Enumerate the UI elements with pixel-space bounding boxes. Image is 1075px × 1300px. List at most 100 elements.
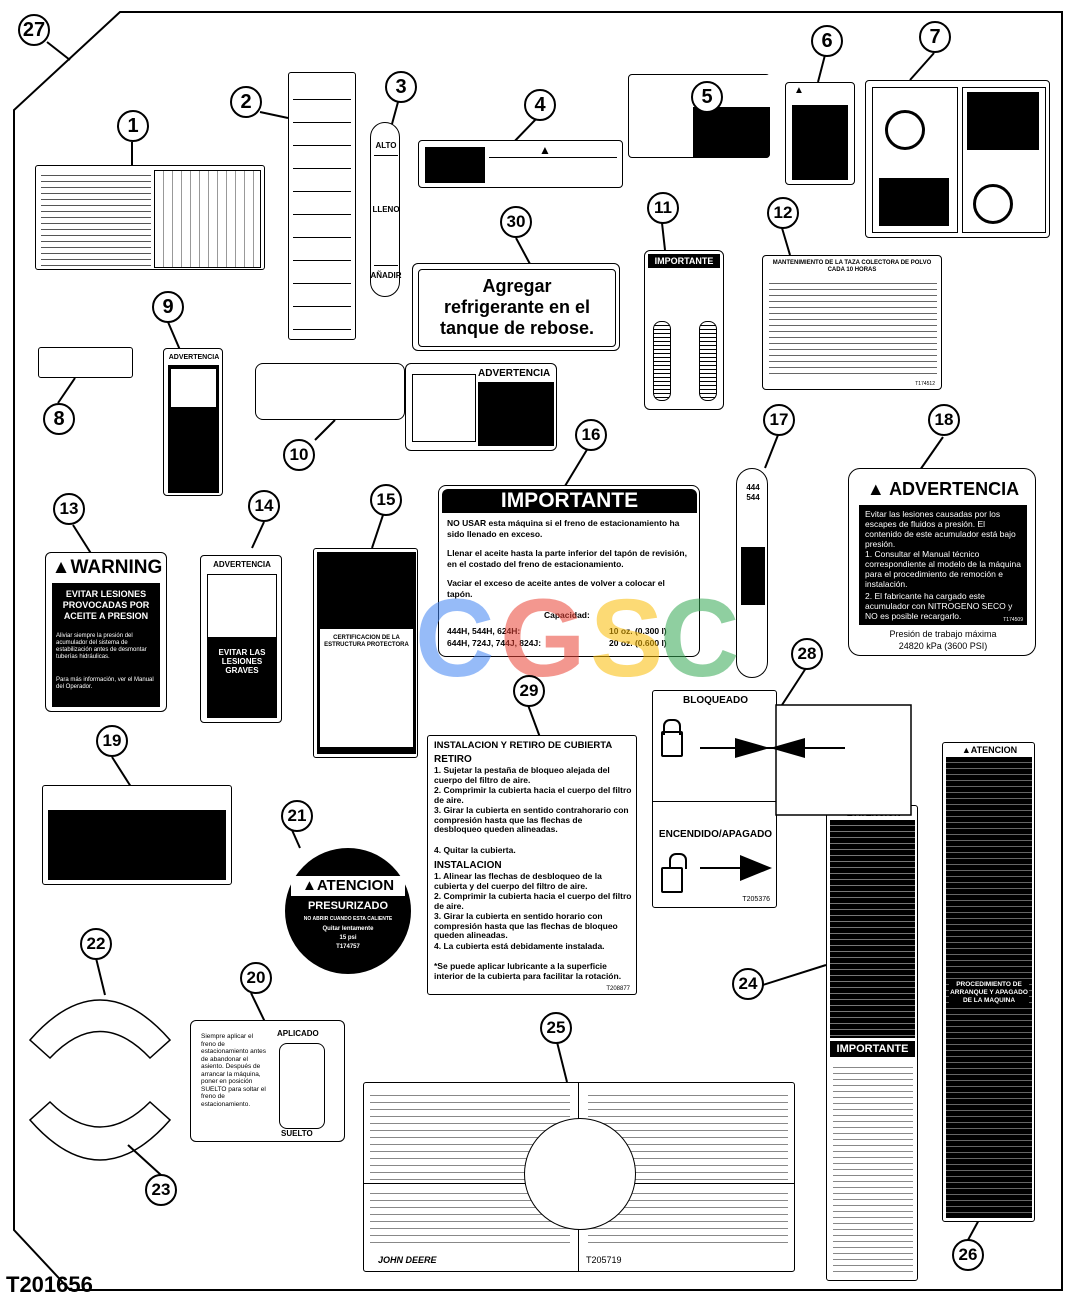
- decal-21-pressurized-cap: ▲ATENCION PRESURIZADO NO ABRIR CUANDO ES…: [285, 848, 411, 974]
- decal-13-warning-pressure: ▲WARNING EVITAR LESIONES PROVOCADAS POR …: [45, 552, 167, 712]
- decal-30-coolant: Agregar refrigerante en el tanque de reb…: [412, 263, 620, 351]
- decal-2-icon-strip: [288, 72, 356, 340]
- decal-7-rollover-hazard: [865, 80, 1050, 238]
- callout-9: 9: [152, 291, 184, 323]
- decal-26-start-shutdown: ▲ATENCION PROCEDIMIENTO DE ARRANQUE Y AP…: [942, 742, 1035, 1222]
- decal-16-parking-brake: IMPORTANTE NO USAR esta máquina si el fr…: [438, 485, 700, 657]
- no-entry-icon: [973, 184, 1013, 224]
- callout-18: 18: [928, 404, 960, 436]
- decal-29-air-filter-cover: INSTALACION Y RETIRO DE CUBIERTA RETIRO …: [427, 735, 637, 995]
- decal-18-body: Evitar las lesiones causadas por los esc…: [865, 509, 1016, 549]
- decal-18-p1: Presión de trabajo máxima: [889, 629, 997, 639]
- callout-30: 30: [500, 206, 532, 238]
- callout-27: 27: [18, 14, 50, 46]
- watermark-s: S: [590, 577, 664, 700]
- decal-29-r1: 1. Sujetar la pestaña de bloqueo alejada…: [434, 765, 610, 785]
- decal-16-p1: NO USAR esta máquina si el freno de esta…: [447, 518, 680, 539]
- decal-17-t2: 544: [746, 493, 760, 502]
- decal-13-title: ▲WARNING: [51, 557, 163, 578]
- callout-23: 23: [145, 1174, 177, 1206]
- watermark-c1: C: [415, 577, 495, 700]
- watermark-c2: C: [660, 577, 740, 700]
- decal-12-code: T174512: [915, 381, 935, 387]
- level-full: LLENO: [372, 205, 400, 214]
- callout-20: 20: [240, 962, 272, 994]
- decal-20-bottom: SUELTO: [281, 1129, 313, 1138]
- decal-14-body: EVITAR LAS LESIONES GRAVES: [218, 648, 266, 675]
- decal-16-title: IMPORTANTE: [442, 489, 697, 513]
- callout-19: 19: [96, 725, 128, 757]
- decal-18-code: T174509: [1003, 617, 1023, 623]
- decal-19-panel: [42, 785, 232, 885]
- decal-21-sub: PRESURIZADO: [307, 900, 389, 912]
- callout-24: 24: [732, 968, 764, 1000]
- decal-24-title2: IMPORTANTE: [830, 1041, 915, 1057]
- decal-16-cap: Capacidad:: [544, 610, 590, 620]
- decal-4-crush-hazard: ▲: [418, 140, 623, 188]
- decal-17-t1: 444: [746, 483, 760, 492]
- callout-26: 26: [952, 1239, 984, 1271]
- decal-25-brand: JOHN DEERE: [378, 1255, 437, 1265]
- decal-21-small: NO ABRIR CUANDO ESTA CALIENTE: [303, 916, 393, 922]
- decal-8-blank: [38, 347, 133, 378]
- decal-24-title: ▲ATENCION: [845, 808, 901, 818]
- decal-29-i3: 3. Girar la cubierta en sentido horario …: [434, 911, 618, 940]
- decal-18-title: ▲ ADVERTENCIA: [866, 479, 1020, 499]
- decal-29-code: T208877: [606, 986, 630, 992]
- decal-16-p3: Vaciar el exceso de aceite antes de volv…: [447, 578, 665, 599]
- decal-22-arc: [28, 999, 172, 1060]
- decal-29-retiro: RETIRO: [434, 754, 472, 765]
- warning-triangle-icon: ▲: [794, 85, 804, 96]
- callout-4: 4: [524, 89, 556, 121]
- decal-16-p2: Llenar el aceite hasta la parte inferior…: [447, 548, 687, 569]
- decal-18-p2: 24820 kPa (3600 PSI): [898, 641, 988, 651]
- decal-9-title: ADVERTENCIA: [168, 354, 220, 361]
- decal-28-top: BLOQUEADO: [683, 695, 748, 706]
- callout-7: 7: [919, 21, 951, 53]
- decal-1-machine-info-chart: [35, 165, 265, 270]
- callout-14: 14: [248, 490, 280, 522]
- decal-16-r2a: 644H, 724J, 744J, 824J:: [447, 638, 542, 648]
- decal-21-title-bar: ▲ATENCION: [291, 876, 405, 896]
- decal-13-body: EVITAR LESIONES PROVOCADAS POR ACEITE A …: [62, 589, 150, 621]
- decal-21-code: T174757: [336, 944, 360, 950]
- decal-9-fall-warning: ADVERTENCIA: [163, 348, 223, 496]
- warning-triangle-icon: ▲: [866, 479, 890, 499]
- decal-20-top: APLICADO: [277, 1029, 319, 1038]
- decal-18-i2: 2. El fabricante ha cargado este acumula…: [865, 591, 1013, 621]
- callout-6: 6: [811, 25, 843, 57]
- decal-16-r1b: 10 oz. (0.300 l): [609, 626, 667, 636]
- decal-11-fill-level: IMPORTANTE: [644, 250, 724, 410]
- fuse-chart-center-circle: [524, 1118, 636, 1230]
- callout-5: 5: [691, 81, 723, 113]
- decal-15-title: CERTIFICACION DE LA ESTRUCTURA PROTECTOR…: [324, 635, 409, 648]
- decal-28-code: T205376: [742, 896, 770, 903]
- decal-18-i1: 1. Consultar el Manual técnico correspon…: [865, 549, 1021, 589]
- warning-triangle-icon: ▲: [539, 143, 551, 157]
- decal-10-title: ADVERTENCIA: [478, 368, 551, 379]
- decal-25-code: T205719: [586, 1255, 622, 1265]
- decal-16-r1a: 444H, 544H, 624H:: [447, 626, 521, 636]
- callout-2: 2: [230, 86, 262, 118]
- decal-18-accumulator-warning: ▲ ADVERTENCIA Evitar las lesiones causad…: [848, 468, 1036, 656]
- decal-29-r4: 4. Quitar la cubierta.: [434, 845, 516, 855]
- decal-30-l3: tanque de rebose.: [439, 318, 595, 338]
- callout-12: 12: [767, 197, 799, 229]
- decal-13-foot: Para más información, ver el Manual del …: [56, 677, 154, 690]
- callout-10: 10: [283, 439, 315, 471]
- warning-triangle-icon: ▲: [51, 557, 71, 578]
- level-high: ALTO: [375, 141, 397, 150]
- decal-20-text: Siempre aplicar el freno de estacionamie…: [201, 1033, 267, 1108]
- decal-6-warning-panel: ▲: [785, 82, 855, 185]
- no-entry-icon: [885, 110, 925, 150]
- warning-triangle-icon: ▲: [301, 877, 317, 894]
- decal-20-brake-lever: Siempre aplicar el freno de estacionamie…: [190, 1020, 345, 1142]
- decal-14-title: ADVERTENCIA: [213, 560, 271, 569]
- decal-14-tip-warning: ADVERTENCIA EVITAR LAS LESIONES GRAVES: [200, 555, 282, 723]
- callout-17: 17: [763, 404, 795, 436]
- decal-29-note: *Se puede aplicar lubricante a la superf…: [434, 961, 622, 981]
- decal-30-l2: refrigerante en el: [443, 297, 591, 317]
- callout-15: 15: [370, 484, 402, 516]
- callout-11: 11: [647, 192, 679, 224]
- decal-28-bottom: ENCENDIDO/APAGADO: [658, 829, 773, 840]
